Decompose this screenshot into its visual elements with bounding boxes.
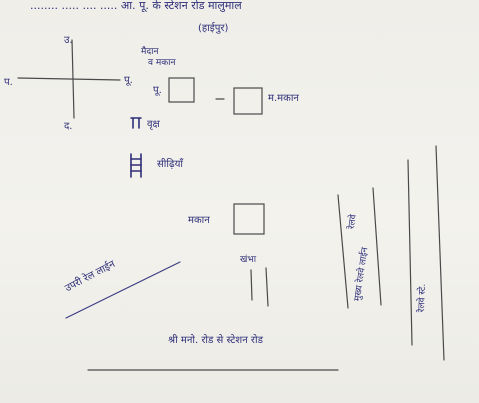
compass-west-label: प. — [4, 77, 13, 88]
hatch-symbol — [130, 117, 142, 129]
box3-label: मकान — [188, 215, 210, 226]
pole-label: खंभा — [240, 255, 257, 265]
top-label-2: व मकान — [148, 58, 176, 68]
vertical-line-2 — [372, 187, 382, 306]
right-vertical-label-1: रेलवे — [346, 213, 359, 230]
pole-line-2 — [265, 267, 269, 307]
header-line: ........ ..... .... ..... आ. पू. के स्टे… — [30, 0, 242, 12]
diagonal-road-edge — [65, 261, 181, 319]
box2-label: म.मकान — [268, 93, 299, 104]
compass-north-label: उ. — [64, 35, 73, 46]
pole-line-1 — [250, 269, 253, 301]
top-label-1: मैदान — [141, 47, 159, 57]
compass-horizontal-line — [17, 77, 121, 81]
bottom-road-label: श्री मनो. रोड से स्टेशन रोड — [168, 335, 263, 346]
vertical-line-3 — [407, 159, 413, 346]
stairs-symbol — [130, 153, 142, 178]
compass-east-label: पू. — [124, 75, 133, 86]
compass-south-label: द. — [64, 121, 73, 132]
compass-vertical-line — [71, 39, 75, 119]
building-box-3 — [233, 203, 265, 235]
hatch-label: वृक्ष — [147, 119, 160, 130]
box1-side-label: पू. — [153, 85, 162, 96]
right-vertical-label-3: रेलवे स्टे. — [416, 283, 428, 313]
building-box-1 — [168, 77, 195, 103]
header-sub: (हाईपुर) — [198, 23, 229, 34]
stairs-label: सीढ़ियाँ — [157, 159, 183, 170]
building-box-2 — [233, 87, 263, 115]
vertical-line-4 — [435, 145, 445, 361]
vertical-line-1 — [337, 194, 349, 309]
